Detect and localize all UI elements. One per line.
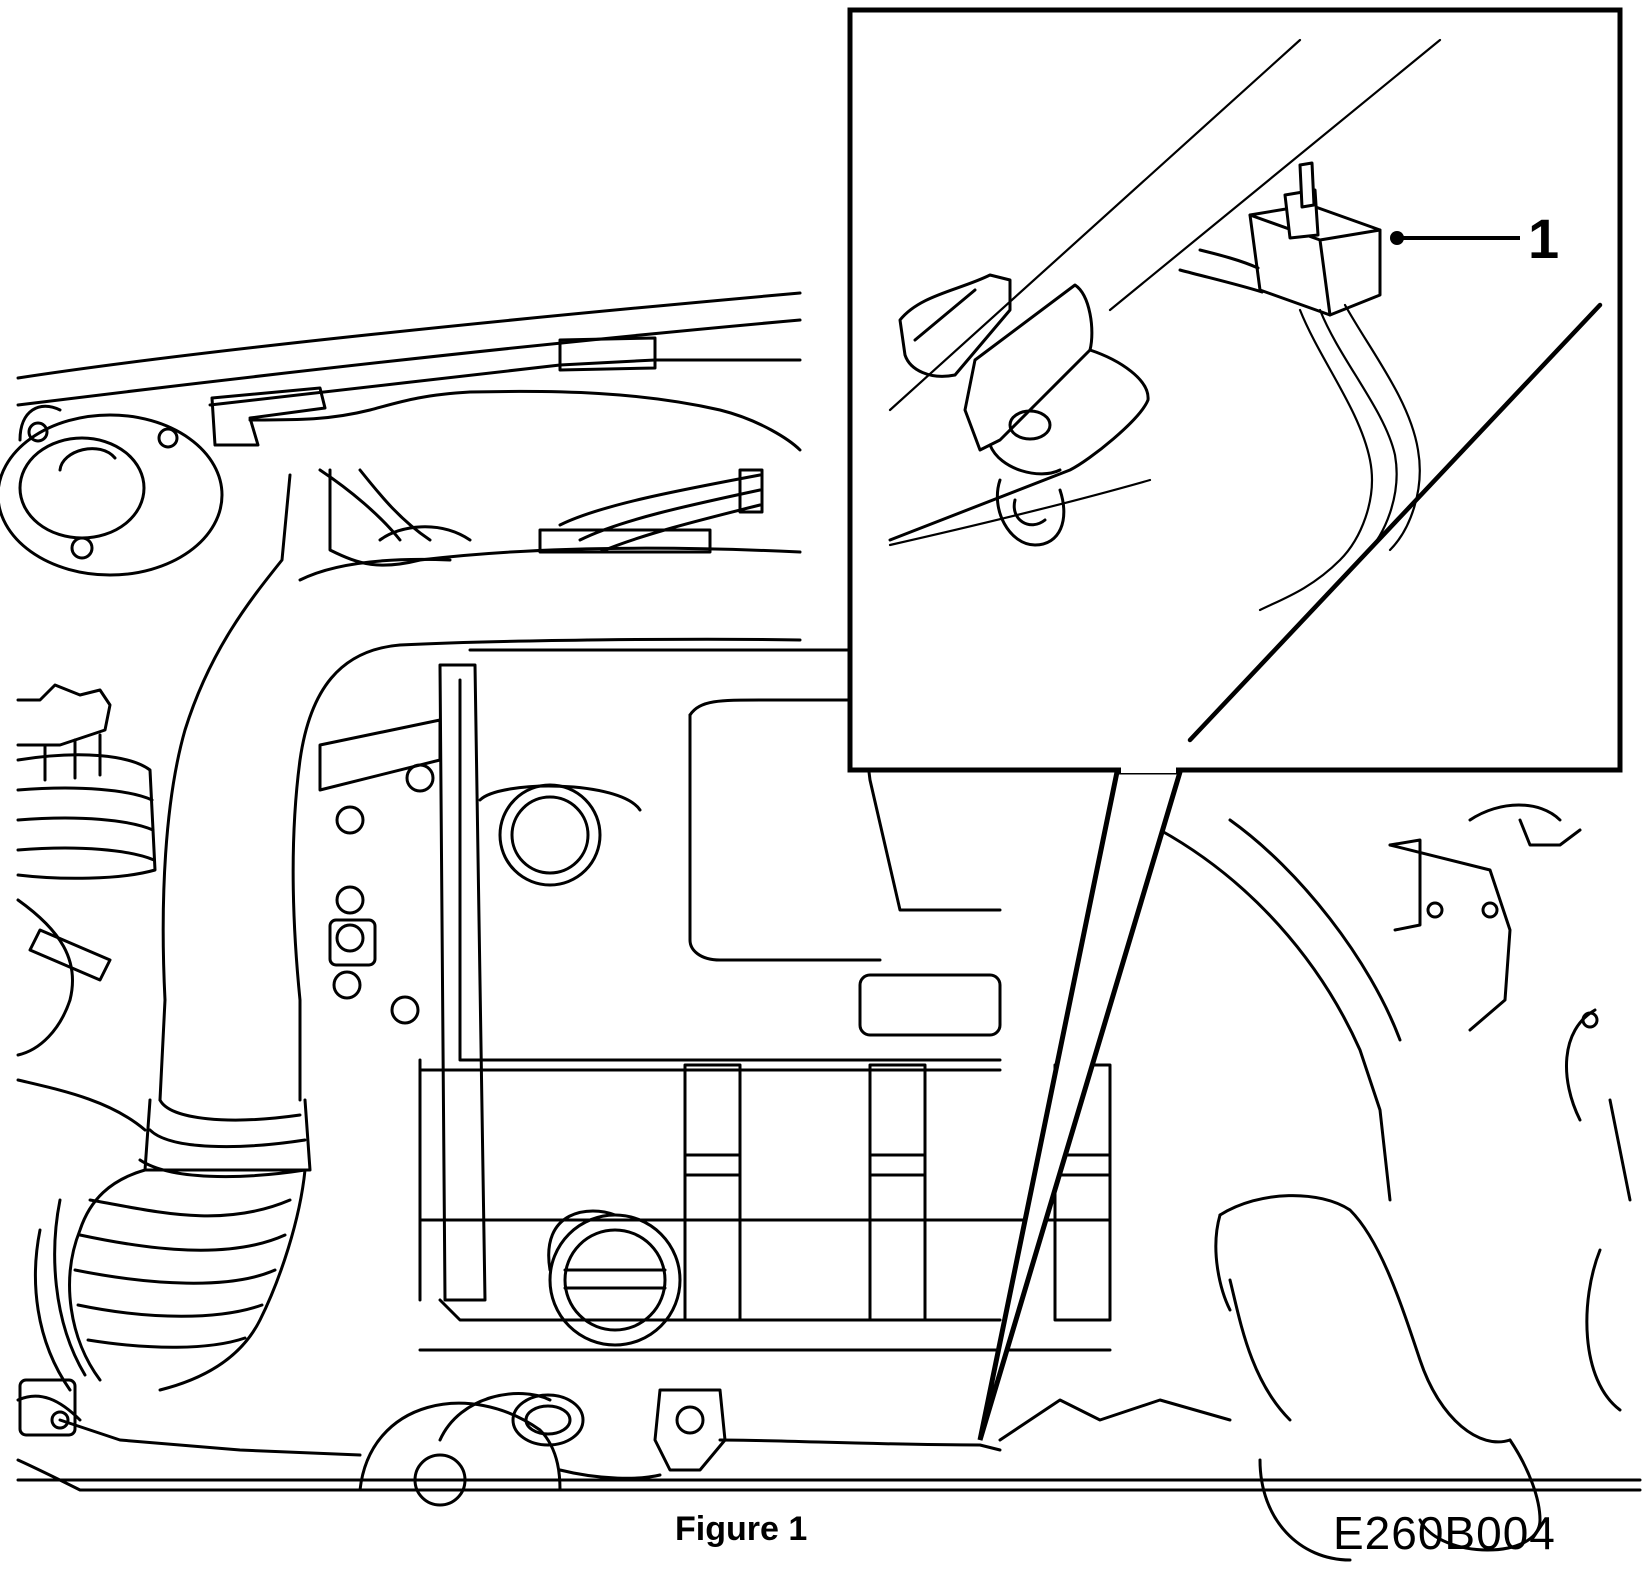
- right-side-parts: [1158, 803, 1632, 1562]
- front-lower-parts: [358, 1388, 1002, 1507]
- detail-inset: 1: [847, 7, 1623, 1441]
- reservoir: [16, 683, 157, 1132]
- lower-frame: [16, 1378, 1642, 1492]
- cowl-panel: [16, 291, 802, 452]
- oil-filler-cap: [547, 1209, 682, 1347]
- figure-caption: Figure 1: [675, 1510, 808, 1548]
- engine-bay-scene: [0, 291, 1642, 1562]
- figure-code: E260B004: [1333, 1507, 1556, 1559]
- inset-pointer: [977, 769, 1184, 1441]
- callout-1: 1: [1390, 207, 1559, 270]
- inset-detail-drawing: [888, 38, 1603, 743]
- strut-tower: [0, 404, 224, 577]
- cover-bolts: [318, 718, 442, 1025]
- callout-1-number: 1: [1528, 207, 1559, 270]
- intake-duct: [138, 468, 802, 1179]
- inset-frame: [847, 7, 1623, 773]
- wiring-harness: [318, 468, 764, 554]
- intake-bellows: [33, 1168, 307, 1392]
